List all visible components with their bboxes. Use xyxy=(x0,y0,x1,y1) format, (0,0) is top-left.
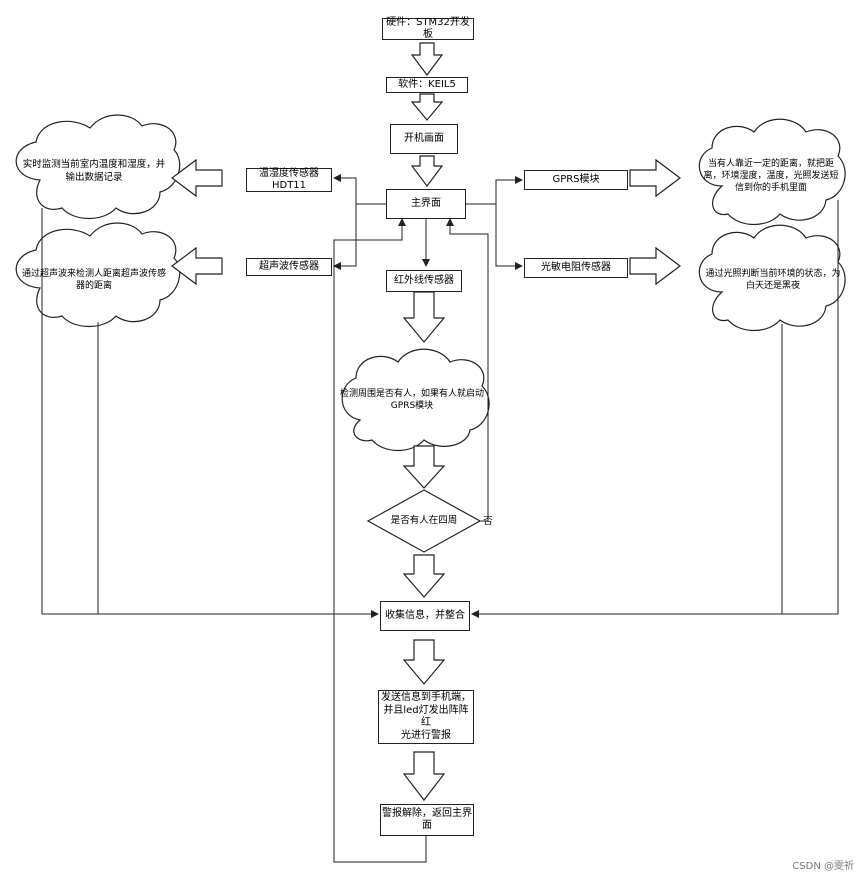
block-arrow xyxy=(410,42,444,76)
edge-label-no: 否 xyxy=(483,515,493,527)
cloud-ultrasonic-label: 通过超声波来检测人距离超声波传感 器的距离 xyxy=(21,268,166,291)
alarm-clear-box: 警报解除，返回主界 面 xyxy=(380,804,474,836)
connector-no xyxy=(446,218,489,522)
boot-screen-box: 开机画面 xyxy=(390,124,458,154)
block-arrow xyxy=(402,445,446,489)
software-box: 软件：KEIL5 xyxy=(386,77,468,93)
block-arrow xyxy=(171,158,223,198)
photoresistor-box: 光敏电阻传感器 xyxy=(524,258,628,278)
connector xyxy=(495,204,523,270)
connector xyxy=(333,204,357,270)
main-screen-box: 主界面 xyxy=(386,189,466,219)
cloud-temp-label: 实时监测当前室内温度和湿度，并 输出数据记录 xyxy=(22,159,166,183)
decision-diamond xyxy=(366,489,482,553)
cloud-infrared-label: 检测周围是否有人，如果有人就启动 GPRS模块 xyxy=(339,388,484,411)
watermark: CSDN @雯祈 xyxy=(792,861,854,872)
connector xyxy=(466,176,523,205)
cloud-ultrasonic-shape xyxy=(15,222,181,327)
cloud-gprs-shape xyxy=(698,118,846,225)
block-arrow xyxy=(410,155,444,187)
gprs-module-box: GPRS模块 xyxy=(524,170,628,190)
collect-info-box: 收集信息，并整合 xyxy=(380,601,470,631)
cloud-infrared-shape xyxy=(341,348,490,451)
temp-sensor-box: 温湿度传感器 HDT11 xyxy=(246,168,332,192)
block-arrow xyxy=(629,246,681,286)
cloud-temp-shape xyxy=(15,114,181,219)
send-alarm-box: 发送信息到手机端， 并且led灯发出阵阵红 光进行警报 xyxy=(378,690,474,744)
ultrasonic-sensor-box: 超声波传感器 xyxy=(246,258,332,276)
connector-collect xyxy=(41,208,379,618)
infrared-sensor-box: 红外线传感器 xyxy=(386,270,462,292)
connector-collect xyxy=(471,200,839,618)
block-arrow xyxy=(402,291,446,343)
block-arrow xyxy=(402,554,446,598)
block-arrow xyxy=(410,93,444,121)
connector-return xyxy=(333,218,427,863)
hardware-box: 硬件：STM32开发板 xyxy=(382,17,474,40)
block-arrow xyxy=(402,751,446,801)
connector xyxy=(333,174,386,205)
cloud-gprs-label: 当有人靠近一定的距离，就把距 离，环境湿度，温度，光照发送短 信到你的手机里面 xyxy=(703,158,839,194)
cloud-photo-label: 通过光照判断当前环境的状态，为 白天还是黑夜 xyxy=(705,268,841,291)
decision-label: 是否有人在四周 xyxy=(390,514,458,526)
block-arrow xyxy=(171,246,223,286)
block-arrow xyxy=(629,158,681,198)
block-arrow xyxy=(402,639,446,685)
